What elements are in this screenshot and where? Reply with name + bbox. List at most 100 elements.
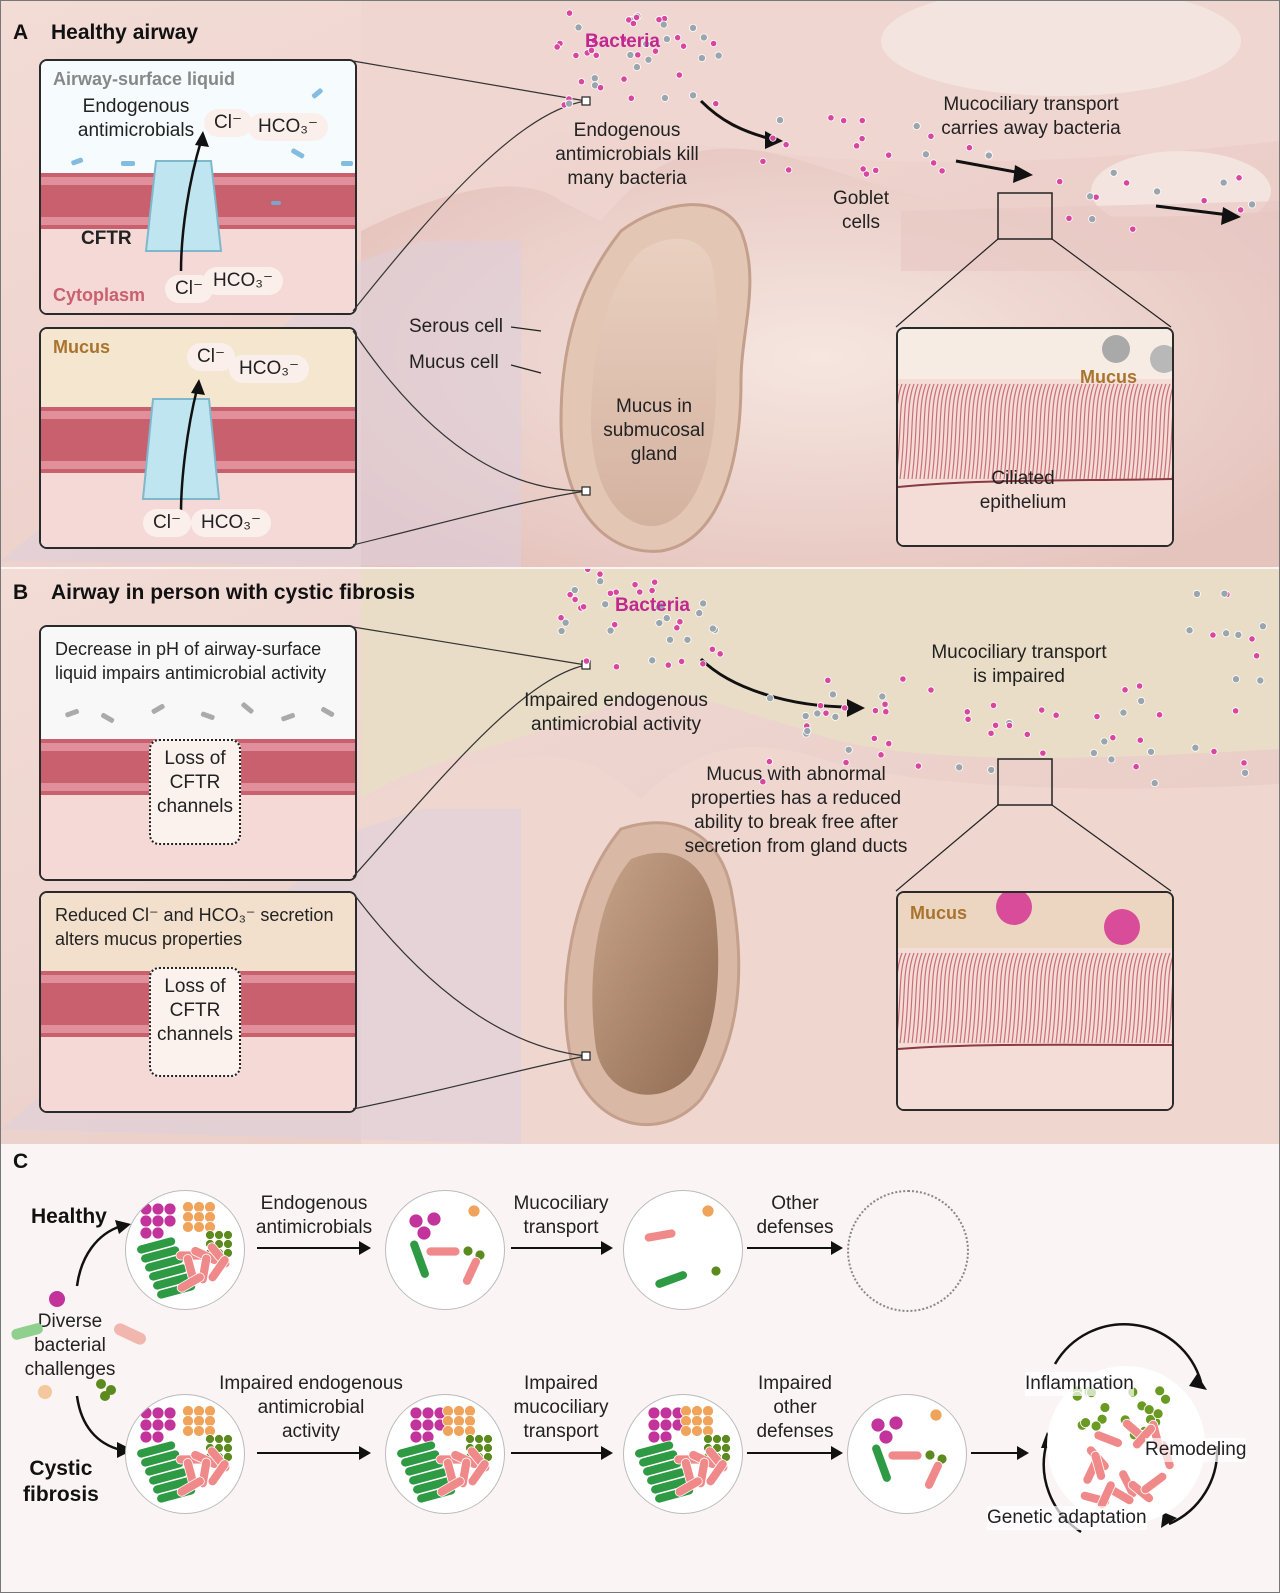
rod-bacterium (425, 1246, 461, 1257)
coccus-bacterium (182, 1201, 194, 1213)
inset-airway-surface: Airway-surface liquid Endogenous antimic… (39, 59, 357, 315)
cilium (1091, 952, 1103, 1044)
coccus-bacterium (462, 1245, 474, 1257)
cilium (947, 383, 959, 480)
cilium (995, 383, 1007, 480)
mucus-region-label: Mucus (53, 337, 111, 357)
cilium (995, 952, 1007, 1044)
circle-cf-4 (847, 1394, 967, 1514)
coccus-bacterium (204, 1201, 216, 1213)
cilium (1083, 952, 1095, 1044)
cilium (1075, 952, 1087, 1044)
coccus-bacterium (721, 1434, 731, 1444)
coccus-bacterium (223, 1230, 233, 1240)
panel-c-letter: C (13, 1150, 29, 1173)
circle-cf-1 (125, 1394, 245, 1514)
step-impaired-other-defenses: Impaired other defenses (756, 1373, 834, 1442)
coccus-bacterium (409, 1406, 423, 1420)
healthy-row-label: Healthy (31, 1205, 107, 1228)
cilia-graphic-b (898, 893, 1172, 1109)
cilium (1127, 952, 1139, 1044)
cilium (1139, 383, 1151, 480)
zoom-inset-ciliated: Mucus Ciliated epithelium (896, 327, 1174, 547)
coccus-bacterium (870, 1417, 886, 1433)
coccus-bacterium (151, 1430, 165, 1444)
remodeling-label: Remodeling (1145, 1438, 1247, 1462)
coccus-bacterium (647, 1406, 661, 1420)
coccus-bacterium (139, 1430, 153, 1444)
cilium (1039, 383, 1051, 480)
cilium (971, 952, 983, 1044)
cilium (1019, 383, 1031, 480)
coccus-bacterium (182, 1221, 194, 1233)
cilium (1115, 383, 1127, 480)
diverse-challenges-label: Diverse bacterial challenges (24, 1311, 116, 1380)
cilium (898, 952, 903, 974)
rod-bacterium (207, 1459, 230, 1487)
circle-healthy-1 (125, 1190, 245, 1310)
cilium (991, 383, 1003, 480)
cilium (1075, 383, 1087, 480)
coccus-bacterium (151, 1202, 165, 1216)
coccus-bacterium (474, 1434, 484, 1444)
coccus-bacterium (409, 1418, 423, 1432)
inset-mucus: Mucus Cl⁻ HCO₃⁻ Cl⁻ HCO₃⁻ (39, 327, 357, 549)
cilium (1043, 952, 1055, 1044)
coccus-bacterium (193, 1221, 205, 1233)
cilium (907, 383, 919, 480)
cilium (1035, 952, 1047, 1044)
cilium (951, 383, 963, 480)
coccus-bacterium (721, 1443, 731, 1453)
coccus-bacterium (193, 1425, 205, 1437)
serous-cell-label: Serous cell (409, 316, 503, 337)
cilium (1135, 952, 1147, 1044)
coccus-bacterium (139, 1226, 153, 1240)
rod-bacterium (207, 1255, 230, 1283)
bicarbonate-ion-in: HCO₃⁻ (203, 267, 283, 295)
arrow-right (747, 1241, 843, 1255)
coccus-bacterium (464, 1415, 476, 1427)
rod-bacterium (887, 1450, 923, 1461)
cilium (1163, 388, 1172, 480)
bicarbonate-ion-out: HCO₃⁻ (248, 113, 328, 141)
cilium (915, 952, 927, 1044)
cilium (1123, 383, 1135, 480)
coccus-bacterium (193, 1211, 205, 1223)
endogenous-antimicrobials-label: Endogenous antimicrobials (77, 96, 195, 141)
cilium (991, 952, 1003, 1044)
rod-bacterium (643, 1228, 677, 1243)
coccus-bacterium (1080, 1417, 1091, 1429)
mucus-cell-label: Mucus cell (409, 352, 499, 373)
cilium (979, 952, 991, 1044)
cilium (999, 383, 1011, 480)
cilium (1023, 383, 1035, 480)
zoom-inset-mucus-cf: Mucus (896, 891, 1174, 1111)
cilium (1099, 952, 1111, 1044)
cilium (951, 952, 963, 1044)
rod-bacterium (1140, 1471, 1168, 1495)
cilium (927, 952, 939, 1044)
panel-b-letter: B (13, 581, 29, 604)
cilium (1011, 952, 1023, 1044)
cilium (1143, 383, 1155, 480)
circle-cf-3 (623, 1394, 743, 1514)
cilium (1007, 383, 1019, 480)
rod-bacterium (634, 1440, 675, 1459)
cilium (1103, 383, 1115, 480)
cf-row-label: Cystic fibrosis (23, 1457, 99, 1506)
abnormal-mucus-label: Mucus with abnormal properties has a red… (684, 764, 908, 857)
cilium (919, 383, 931, 480)
cilium (1043, 383, 1055, 480)
ciliated-epithelium-label: Ciliated epithelium (979, 468, 1067, 513)
cilium (1167, 415, 1172, 480)
bacteria-mix-icon (136, 1201, 233, 1300)
circle-cf-2 (385, 1394, 505, 1514)
cilium (1039, 952, 1051, 1044)
step-endogenous-antimicrobials: Endogenous antimicrobials (255, 1193, 373, 1238)
rod-bacterium (674, 1476, 703, 1497)
cftr-label: CFTR (81, 228, 132, 249)
cilium (923, 383, 935, 480)
coccus-bacterium (691, 1425, 703, 1437)
cilium (1135, 383, 1147, 480)
